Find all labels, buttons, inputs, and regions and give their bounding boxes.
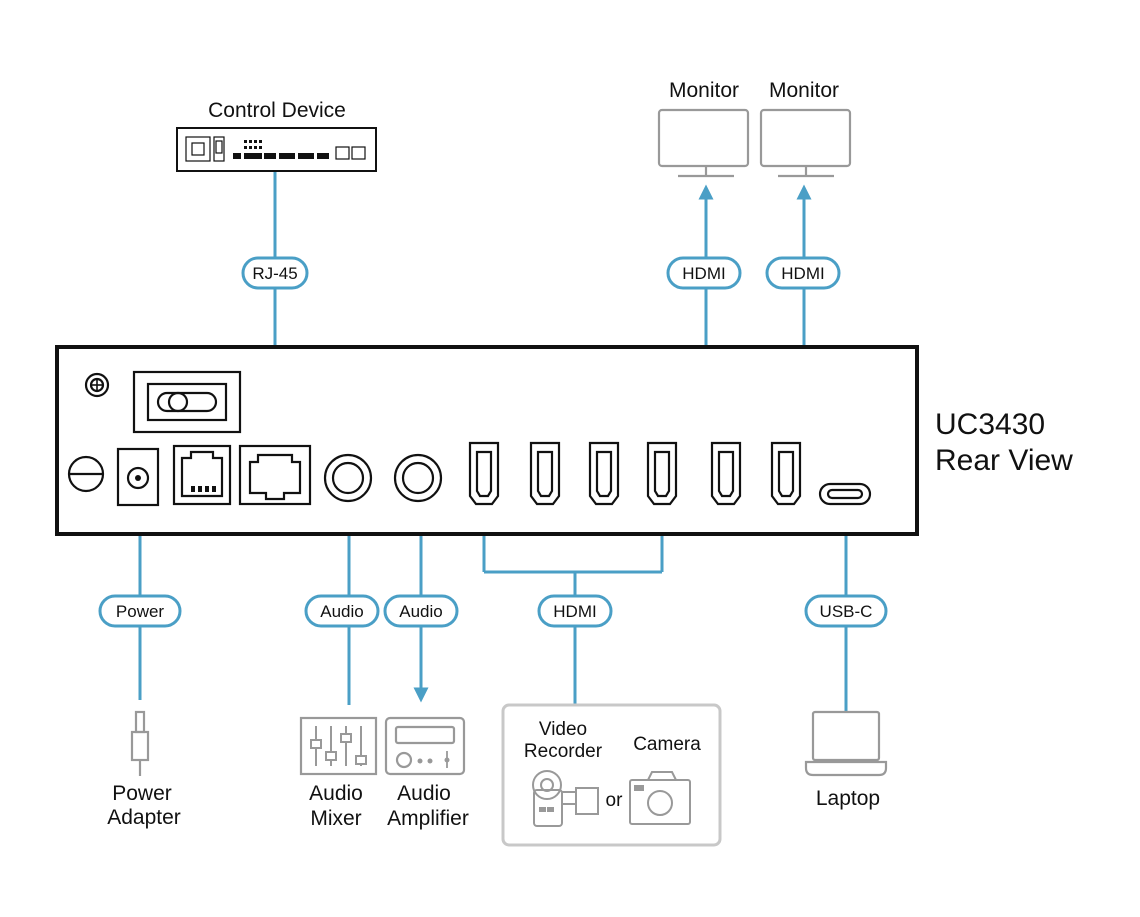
rj45-label: RJ-45 [252, 264, 297, 283]
hdmi-port-5-inner [717, 450, 735, 498]
audio-out-port [393, 453, 443, 503]
hdmi-port-3 [588, 441, 620, 506]
monitor-2-screen [759, 108, 852, 168]
hdmi-monitor-2-pill [765, 256, 841, 290]
hdmi-monitor-1-pill [666, 256, 742, 290]
laptop: Laptop [804, 710, 888, 810]
hdmi-port-4-inner [653, 450, 671, 498]
laptop-label: Laptop [816, 787, 880, 810]
audio-mixer-label-2: Mixer [310, 807, 361, 830]
hdmi-monitor-1-label: HDMI [682, 264, 725, 283]
uc3430-rear-panel: UC3430 Rear View [55, 345, 1073, 536]
hdmi-port-2 [529, 441, 561, 506]
monitor-1-label: Monitor [669, 79, 739, 102]
hdmi-port-6 [770, 441, 802, 506]
hdmi-monitor-2-label: HDMI [781, 264, 824, 283]
usbc-label: USB-C [820, 602, 873, 621]
hdmi-port-5 [710, 441, 742, 506]
control-device-chassis [176, 127, 377, 172]
video-recorder-label-2: Recorder [524, 741, 603, 762]
camera-label: Camera [633, 734, 701, 755]
hdmi-input-label: HDMI [553, 602, 596, 621]
power-adapter: Power Adapter [107, 710, 181, 829]
rj45-port [238, 444, 312, 506]
hdmi-port-4 [646, 441, 678, 506]
laptop-icon [811, 710, 881, 762]
audio-in-label: Audio [320, 602, 363, 621]
audio-amplifier-label-1: Audio [397, 782, 451, 805]
or-label: or [606, 790, 624, 811]
audio-out-pill [383, 594, 459, 628]
audio-mixer-label-1: Audio [309, 782, 363, 805]
rj45-pill [241, 256, 309, 290]
video-source-box: Video Recorder Camera or [501, 703, 722, 847]
video-source-frame [501, 703, 722, 847]
audio-mixer: Audio Mixer [299, 716, 378, 830]
monitor-1-screen [657, 108, 750, 168]
power-adapter-label-1: Power [112, 782, 172, 805]
audio-amplifier: Audio Amplifier [384, 716, 469, 830]
audio-in-pill [304, 594, 380, 628]
cable-labels: RJ-45 HDMI HDMI Power Audio Audio HDMI U… [98, 256, 888, 628]
audio-in-port [323, 453, 373, 503]
serial-port [172, 444, 232, 506]
power-adapter-label-2: Adapter [107, 806, 181, 829]
monitor-1: Monitor [657, 79, 750, 178]
power-cable-label: Power [116, 602, 165, 621]
hdmi-ports [468, 441, 802, 506]
audio-amplifier-icon [384, 716, 466, 776]
audio-mixer-icon [299, 716, 378, 776]
video-recorder-label-1: Video [539, 719, 587, 740]
ground-screw-icon [84, 372, 110, 398]
hdmi-port-2-inner [536, 450, 554, 498]
hdmi-port-3-inner [595, 450, 613, 498]
device-view-label: Rear View [935, 444, 1073, 477]
power-pill [98, 594, 182, 628]
control-device-label: Control Device [208, 99, 346, 122]
audio-amplifier-label-2: Amplifier [387, 807, 469, 830]
monitor-2-label: Monitor [769, 79, 839, 102]
device-chassis [55, 345, 919, 536]
hdmi-port-1 [468, 441, 500, 506]
device-model-label: UC3430 [935, 408, 1045, 441]
usbc-pill [804, 594, 888, 628]
dc-power-port [116, 447, 160, 507]
monitor-2: Monitor [759, 79, 852, 178]
hdmi-port-1-inner [475, 450, 493, 498]
audio-out-label: Audio [399, 602, 442, 621]
power-switch [132, 370, 242, 434]
hdmi-port-6-inner [777, 450, 795, 498]
control-device: Control Device [176, 99, 377, 172]
video-recorder-icon [532, 770, 599, 827]
power-button-icon [67, 455, 105, 493]
hdmi-input-pill [537, 594, 613, 628]
usbc-port [818, 482, 872, 506]
camera-icon [629, 771, 691, 825]
